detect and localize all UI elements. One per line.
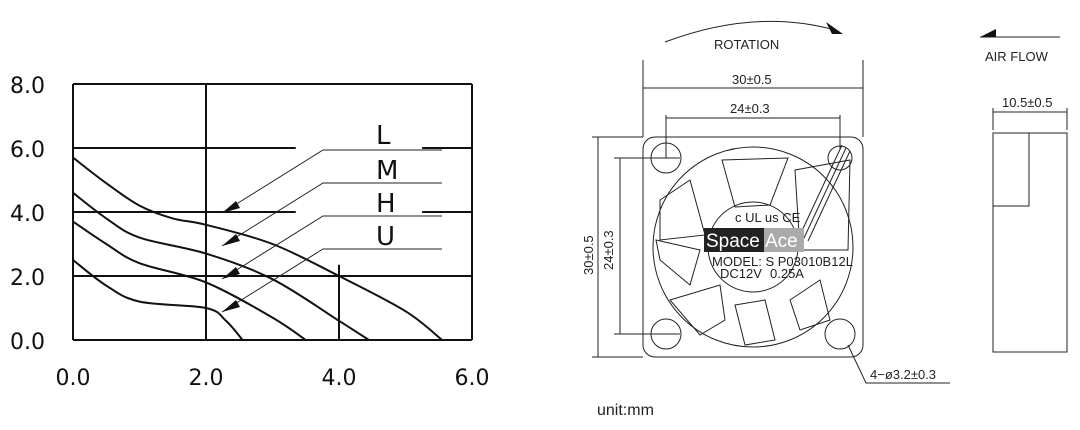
mounting-hole [824, 318, 856, 350]
brand-dark-box [704, 228, 764, 252]
curve-U [72, 259, 244, 341]
legend-label-L: L [376, 121, 391, 151]
outer-height-dim: 30±0.5 [581, 235, 596, 275]
leader-line-L [221, 149, 442, 214]
rotation-arrowhead-icon [826, 22, 843, 34]
leader-line-H [221, 215, 442, 280]
legend-label-H: H [376, 189, 396, 219]
side-view: 10.5±0.5 [992, 95, 1068, 353]
y-tick-label: 2.0 [10, 266, 45, 291]
arrowhead-icon [222, 234, 240, 246]
curve-L [72, 156, 443, 341]
fan-blades [655, 157, 851, 346]
curve-H [72, 220, 307, 341]
side-body [992, 132, 1068, 353]
cert-marks: c UL us CE [735, 210, 801, 225]
x-tick-label: 2.0 [189, 366, 224, 391]
airflow-arrow-icon [980, 29, 996, 37]
mounting-hole [827, 145, 853, 171]
unit-label: unit:mm [597, 402, 654, 419]
depth-dim: 10.5±0.5 [1002, 95, 1053, 110]
y-tick-label: 4.0 [10, 202, 45, 227]
x-tick-label: 4.0 [322, 366, 357, 391]
x-tick-label: 6.0 [455, 366, 490, 391]
hole-spacing-v-dim: 24±0.3 [601, 230, 616, 270]
rating-current: 0.25A [770, 266, 804, 281]
y-tick-label: 0.0 [10, 330, 45, 355]
legend-label-M: M [376, 156, 398, 186]
legend-label-U: U [376, 222, 395, 252]
curve-M [72, 192, 370, 341]
curves [72, 156, 443, 341]
arrowhead-icon [222, 267, 240, 279]
chart-grid [72, 83, 473, 341]
mounting-hole [650, 318, 682, 350]
outer-width-dim: 30±0.5 [732, 72, 772, 87]
arrowhead-icon [222, 201, 240, 213]
leader-line-U [221, 248, 442, 313]
hole-spacing-h-dim: 24±0.3 [730, 101, 770, 116]
x-tick-labels: 0.0 2.0 4.0 6.0 [56, 366, 490, 391]
brand-ace: Ace [765, 231, 798, 252]
hole-leader [847, 344, 950, 384]
rotation-label: ROTATION [714, 37, 779, 52]
x-tick-label: 0.0 [56, 366, 91, 391]
fan-cable [799, 144, 851, 242]
arrowhead-icon [222, 300, 240, 312]
side-hub [992, 132, 1030, 207]
rating-voltage: DC12V [720, 266, 762, 281]
airflow-label: AIR FLOW [985, 49, 1049, 64]
fan-frame [642, 136, 864, 358]
y-tick-labels: 0.0 2.0 4.0 6.0 8.0 [10, 74, 45, 355]
brand-light-box [764, 228, 804, 252]
mounting-hole [650, 142, 682, 174]
fan-shroud [652, 146, 854, 348]
leader-line-M [221, 182, 442, 247]
brand-space: Space [706, 231, 760, 252]
hole-spec-dim: 4−ø3.2±0.3 [870, 367, 936, 382]
y-tick-label: 6.0 [10, 138, 45, 163]
model-label: MODEL: S P03010B12L [712, 254, 853, 269]
front-view: 30±0.5 24±0.3 30±0.5 24±0.3 c UL us CE S [581, 60, 950, 384]
y-tick-label: 8.0 [10, 74, 45, 99]
rotation-arrow [664, 20, 836, 43]
